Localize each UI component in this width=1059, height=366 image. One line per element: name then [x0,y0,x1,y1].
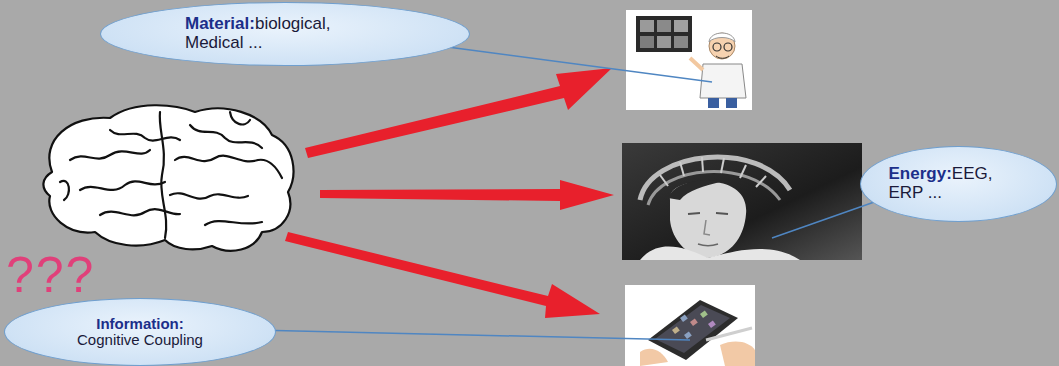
tablet-picture [625,285,755,366]
callout-text-block: Energy:EEG, ERP ... [889,165,1029,202]
brain-outline [43,105,293,251]
brain-fold [160,112,167,238]
callout-heading: Information: [65,316,215,333]
leader-line [250,330,690,340]
callout-ellipse: Information:Cognitive Coupling [4,298,276,366]
brain-fold [110,130,180,141]
callout-ellipse: Energy:EEG, ERP ... [860,146,1057,222]
brain-fold [190,125,262,148]
brain-fold [100,209,180,215]
callout-heading: Material: [185,14,255,33]
leader-lines [250,46,880,340]
brain-fold [230,112,250,124]
brain-fold [80,181,165,190]
brain-fold [170,193,248,198]
brain-fold [70,150,150,160]
callout-text-block: Information:Cognitive Coupling [65,316,215,349]
callout-text-block: Material:biological, Medical ... [185,15,385,52]
picture-frame [626,10,752,110]
brain-drawing [43,105,293,251]
leader-line [772,200,880,238]
brain-fold [205,221,262,225]
brain-fold [60,181,69,200]
callout-body: Cognitive Coupling [65,332,215,349]
leader-line [440,46,712,82]
picture-frame [622,143,862,260]
red-arrows [285,68,614,318]
red-arrow [305,68,612,158]
brain-fold [175,156,282,178]
callout-ellipse: Material:biological, Medical ... [100,2,470,66]
question-marks: ??? [6,246,95,304]
xray-lightbox [636,16,692,52]
callout-heading: Energy: [889,164,952,183]
red-arrow [320,180,614,210]
doctor-picture [626,10,752,110]
red-arrow [285,232,600,318]
eeg-picture [622,143,862,260]
picture-frame [625,285,755,366]
